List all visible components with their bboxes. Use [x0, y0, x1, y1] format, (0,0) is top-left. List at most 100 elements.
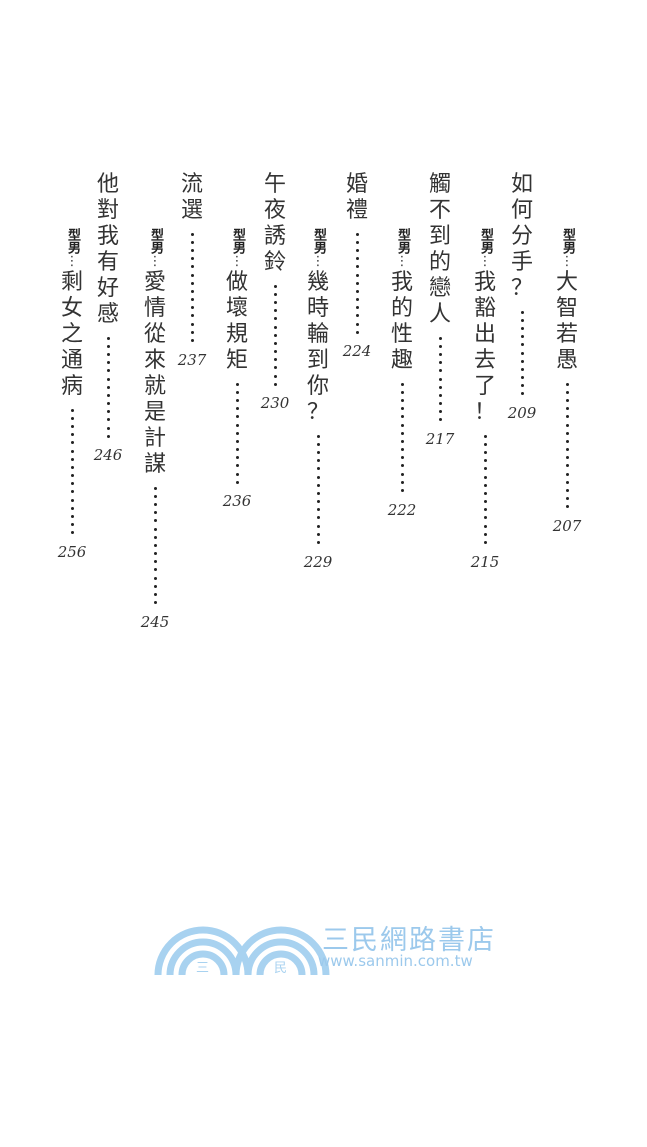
- subentry-title-char: 性: [390, 322, 413, 347]
- toc-entry-title-char: 有: [96, 250, 119, 275]
- toc-entry-title-char: 禮: [345, 198, 368, 223]
- leader-dots: [235, 380, 239, 486]
- subentry-title-char: 若: [555, 322, 578, 347]
- page-number: 245: [140, 612, 170, 631]
- subentry-title-char: 規: [225, 322, 248, 347]
- subentry-tag: 型男: [478, 228, 493, 254]
- subentry-title-char: 愛: [143, 270, 166, 295]
- toc-entry-title-char: 手: [510, 250, 533, 275]
- toc-entry-title-char: 誘: [263, 224, 286, 249]
- leader-dots: [273, 282, 277, 388]
- toc-entry-title-char: 對: [96, 198, 119, 223]
- toc-entry-title-char: 鈴: [263, 250, 286, 275]
- subentry-title-char: 計: [143, 426, 166, 451]
- toc-entry-title-char: 的: [428, 250, 451, 275]
- leader-dots: [70, 406, 74, 537]
- subentry-title-char: 是: [143, 400, 166, 425]
- subentry-title-char: 做: [225, 270, 248, 295]
- subentry-title-char: 了: [473, 374, 496, 399]
- toc-entry-title-char: 分: [510, 224, 533, 249]
- toc-entry-title-char: 流: [180, 172, 203, 197]
- subentry-title-char: 謀: [143, 452, 166, 477]
- toc-entry-title-char: 到: [428, 224, 451, 249]
- subentry-title-char: 壞: [225, 296, 248, 321]
- subentry-title-char: 情: [143, 296, 166, 321]
- toc-entry[interactable]: 如何分手？209: [507, 172, 537, 423]
- subentry-title-char: 我: [473, 270, 496, 295]
- subentry-title-char: 矩: [225, 348, 248, 373]
- leader-dots: [355, 230, 359, 336]
- leader-dots: [153, 484, 157, 607]
- leader-dots: [483, 432, 487, 547]
- subentry-title-char: 大: [555, 270, 578, 295]
- subentry-title-char: 時: [306, 296, 329, 321]
- subentry-title-char: 豁: [473, 296, 496, 321]
- leader-dots: [520, 308, 524, 398]
- subentry-title-char: 之: [60, 322, 83, 347]
- toc-entry-title-char: 婚: [345, 172, 368, 197]
- subentry-tag: 型男: [560, 228, 575, 254]
- page-number: 207: [552, 517, 582, 535]
- subentry-colon: ⋮: [65, 254, 79, 269]
- toc-entry-title-char: 觸: [428, 172, 451, 197]
- subentry-title-char: 的: [390, 296, 413, 321]
- subentry-title-char: 智: [555, 296, 578, 321]
- logo-url: www.sanmin.com.tw: [318, 952, 473, 970]
- toc-subentry[interactable]: 型男⋮我豁出去了！215: [470, 228, 500, 571]
- page-number: 246: [93, 446, 123, 465]
- subentry-colon: ⋮: [311, 254, 325, 269]
- toc-entry-title-char: 感: [96, 302, 119, 327]
- subentry-title-char: 輪: [306, 322, 329, 347]
- subentry-colon: ⋮: [395, 254, 409, 269]
- subentry-title-char: 去: [473, 348, 496, 373]
- toc-entry-title-char: 午: [263, 172, 286, 197]
- page-number: 256: [57, 543, 87, 561]
- subentry-tag: 型男: [148, 228, 163, 254]
- subentry-colon: ⋮: [148, 254, 162, 269]
- subentry-title-char: 到: [306, 348, 329, 373]
- subentry-title-char: ？: [306, 400, 329, 425]
- subentry-title-char: 就: [143, 374, 166, 399]
- toc-entry-title-char: 我: [96, 224, 119, 249]
- subentry-title-char: 來: [143, 348, 166, 373]
- subentry-title-char: 你: [306, 374, 329, 399]
- subentry-title-char: 病: [60, 374, 83, 399]
- toc-subentry[interactable]: 型男⋮愛情從來就是計謀 245: [140, 228, 170, 631]
- page-number: 236: [222, 492, 252, 511]
- logo-arc-left-char: 三: [196, 961, 209, 975]
- toc-entry-title-char: 他: [96, 172, 119, 197]
- subentry-tag: 型男: [65, 228, 80, 254]
- toc-entry-title-char: 人: [428, 302, 451, 327]
- logo-title: 三民網路書店: [322, 925, 496, 956]
- toc-entry-title-char: 戀: [428, 276, 451, 301]
- toc-entry-title-char: 選: [180, 198, 203, 223]
- subentry-title-char: ！: [473, 400, 496, 425]
- toc-subentry[interactable]: 型男⋮幾時輪到你？229: [304, 228, 333, 571]
- logo-arc-right-char: 民: [274, 961, 287, 975]
- page-number: 217: [425, 430, 455, 449]
- leader-dots: [565, 380, 569, 511]
- subentry-colon: ⋮: [560, 254, 574, 269]
- sanmin-logo-arcs-icon: 三 民: [154, 926, 330, 975]
- leader-dots: [316, 432, 320, 547]
- toc-subentry[interactable]: 型男⋮大智若愚 207: [552, 228, 582, 535]
- leader-dots: [438, 334, 442, 424]
- leader-dots: [400, 380, 404, 495]
- subentry-title-char: 從: [143, 322, 166, 347]
- leader-dots: [106, 334, 110, 440]
- page-number: 215: [470, 552, 500, 571]
- page-number: 230: [260, 394, 290, 413]
- subentry-title-char: 趣: [390, 348, 413, 373]
- page-number: 209: [507, 404, 537, 423]
- subentry-tag: 型男: [395, 228, 410, 254]
- subentry-title-char: 愚: [555, 348, 578, 373]
- subentry-title-char: 出: [473, 322, 496, 347]
